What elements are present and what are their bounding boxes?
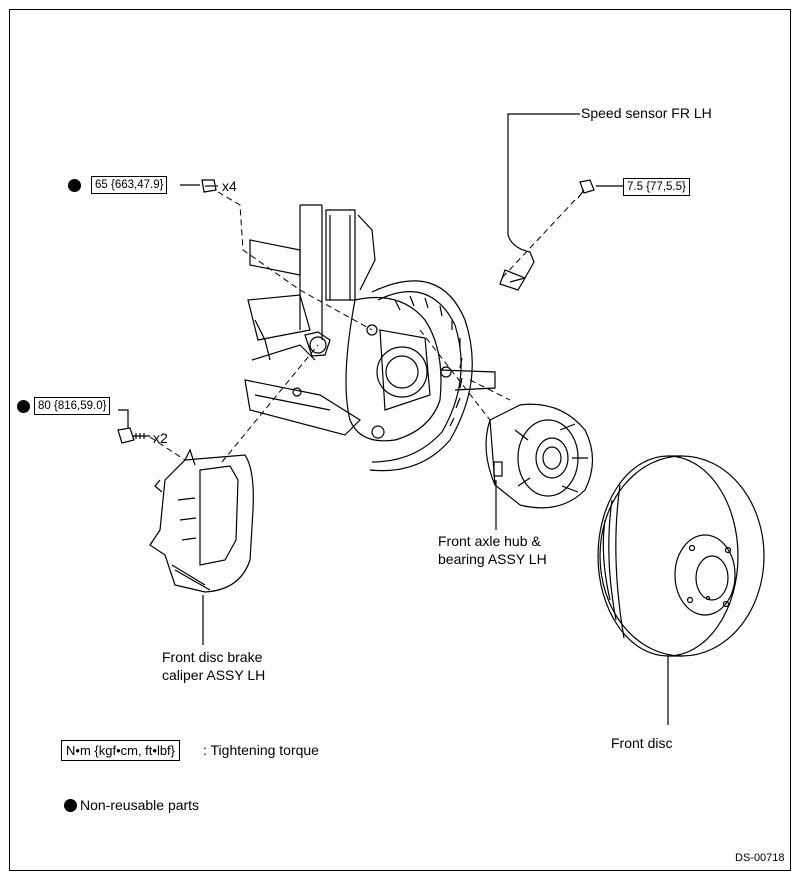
leader-lines — [118, 184, 669, 725]
quantity-caliper: x2 — [153, 430, 168, 446]
label-hub-line1: Front axle hub & — [438, 533, 541, 549]
brake-rotor — [597, 455, 765, 657]
legend-torque-box: N•m {kgf•cm, ft•lbf} — [61, 740, 181, 761]
dust-cover — [369, 280, 473, 472]
torque-box-sensor: 7.5 {77,5.5} — [623, 178, 690, 196]
brake-caliper — [149, 448, 254, 593]
knuckle-bolt — [201, 179, 218, 193]
label-speed-sensor: Speed sensor FR LH — [581, 105, 712, 121]
caliper-bolt — [117, 427, 150, 444]
assembly-lines — [149, 191, 576, 463]
legend-torque-text: : Tightening torque — [203, 742, 319, 758]
quantity-knuckle: x4 — [222, 178, 237, 194]
torque-box-knuckle: 65 {663,47.9} — [91, 176, 168, 194]
sensor-bolt — [577, 179, 595, 199]
label-hub-line2: bearing ASSY LH — [438, 551, 547, 567]
axle-hub — [485, 403, 594, 509]
label-caliper-line1: Front disc brake — [162, 649, 263, 665]
figure-id: DS-00718 — [735, 852, 785, 864]
legend-nonreusable-dot — [64, 799, 77, 812]
nonreusable-marker-caliper — [17, 400, 30, 413]
label-caliper-line2: caliper ASSY LH — [162, 667, 266, 683]
steering-knuckle — [345, 296, 452, 442]
nonreusable-marker-knuckle — [68, 179, 81, 192]
torque-box-caliper: 80 {816,59.0} — [34, 397, 111, 415]
strut-assembly — [244, 204, 496, 436]
label-front-disc: Front disc — [611, 735, 673, 751]
legend-nonreusable-text: Non-reusable parts — [80, 797, 200, 813]
figure-frame — [9, 9, 791, 871]
speed-sensor — [499, 113, 580, 291]
